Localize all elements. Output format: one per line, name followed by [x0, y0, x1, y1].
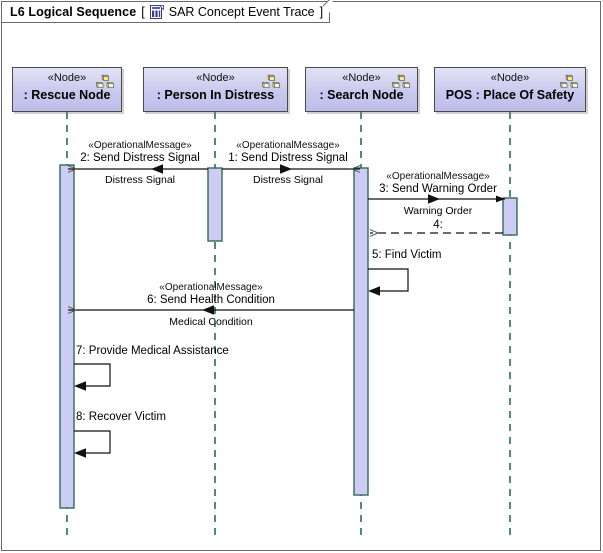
message-1-label: 1: Send Distress Signal [228, 152, 348, 164]
message-6[interactable] [68, 305, 354, 315]
node-icon [95, 74, 115, 90]
lifeline-stereotype: «Node» [196, 72, 235, 84]
message-5[interactable] [368, 268, 409, 296]
frame-label-tab[interactable]: L6 Logical Sequence [ SAR Concept Event … [1, 1, 331, 23]
message-3-signal: Warning Order [403, 205, 473, 217]
message-3-stereotype: «OperationalMessage» [386, 171, 490, 182]
node-icon [559, 74, 579, 90]
message-4-label: 4: [433, 219, 443, 231]
lifeline-stereotype: «Node» [47, 72, 87, 84]
lifeline-header-rescue[interactable]: «Node» : Rescue Node [12, 67, 122, 112]
frame-bracket-close: ] [319, 5, 324, 19]
lifeline-header-search[interactable]: «Node» : Search Node [305, 67, 418, 112]
message-2[interactable] [68, 164, 208, 174]
activation-rescue [59, 164, 75, 509]
message-6-label: 6: Send Health Condition [147, 294, 275, 306]
sequence-diagram-icon [149, 4, 164, 20]
lifeline-stereotype: «Node» [490, 72, 530, 84]
message-8-label: 8: Recover Victim [76, 411, 166, 423]
node-icon [261, 74, 281, 90]
message-3[interactable] [368, 194, 505, 204]
frame-subtitle: SAR Concept Event Trace [168, 5, 315, 19]
activation-pos [502, 197, 518, 236]
lifeline-name: POS : Place Of Safety [445, 88, 575, 102]
lifeline-header-person-in-distress[interactable]: «Node» : Person In Distress [143, 67, 288, 112]
frame-title: L6 Logical Sequence [10, 5, 137, 19]
message-1-stereotype: «OperationalMessage» [236, 140, 340, 151]
message-7-label: 7: Provide Medical Assistance [76, 345, 229, 357]
message-1-signal: Distress Signal [252, 174, 324, 186]
lifeline-name: : Rescue Node [23, 88, 111, 102]
message-2-stereotype: «OperationalMessage» [88, 140, 192, 151]
message-3-label: 3: Send Warning Order [379, 183, 497, 195]
message-6-stereotype: «OperationalMessage» [159, 282, 263, 293]
message-1[interactable] [222, 164, 360, 174]
message-6-signal: Medical Condition [169, 316, 253, 328]
lifeline-header-pos[interactable]: «Node» POS : Place Of Safety [434, 67, 586, 112]
frame-bracket-open: [ [141, 5, 145, 19]
lifeline-name: : Search Node [319, 88, 404, 102]
message-5-label: 5: Find Victim [372, 249, 442, 261]
message-7[interactable] [74, 363, 111, 391]
activation-person-in-distress [207, 167, 223, 242]
message-8[interactable] [74, 430, 111, 458]
node-icon [391, 74, 411, 90]
message-2-signal: Distress Signal [104, 174, 176, 186]
lifeline-name: : Person In Distress [156, 88, 275, 102]
activation-bars [59, 164, 518, 509]
message-2-label: 2: Send Distress Signal [80, 152, 200, 164]
lifeline-stereotype: «Node» [342, 72, 381, 84]
activation-search [353, 167, 369, 496]
